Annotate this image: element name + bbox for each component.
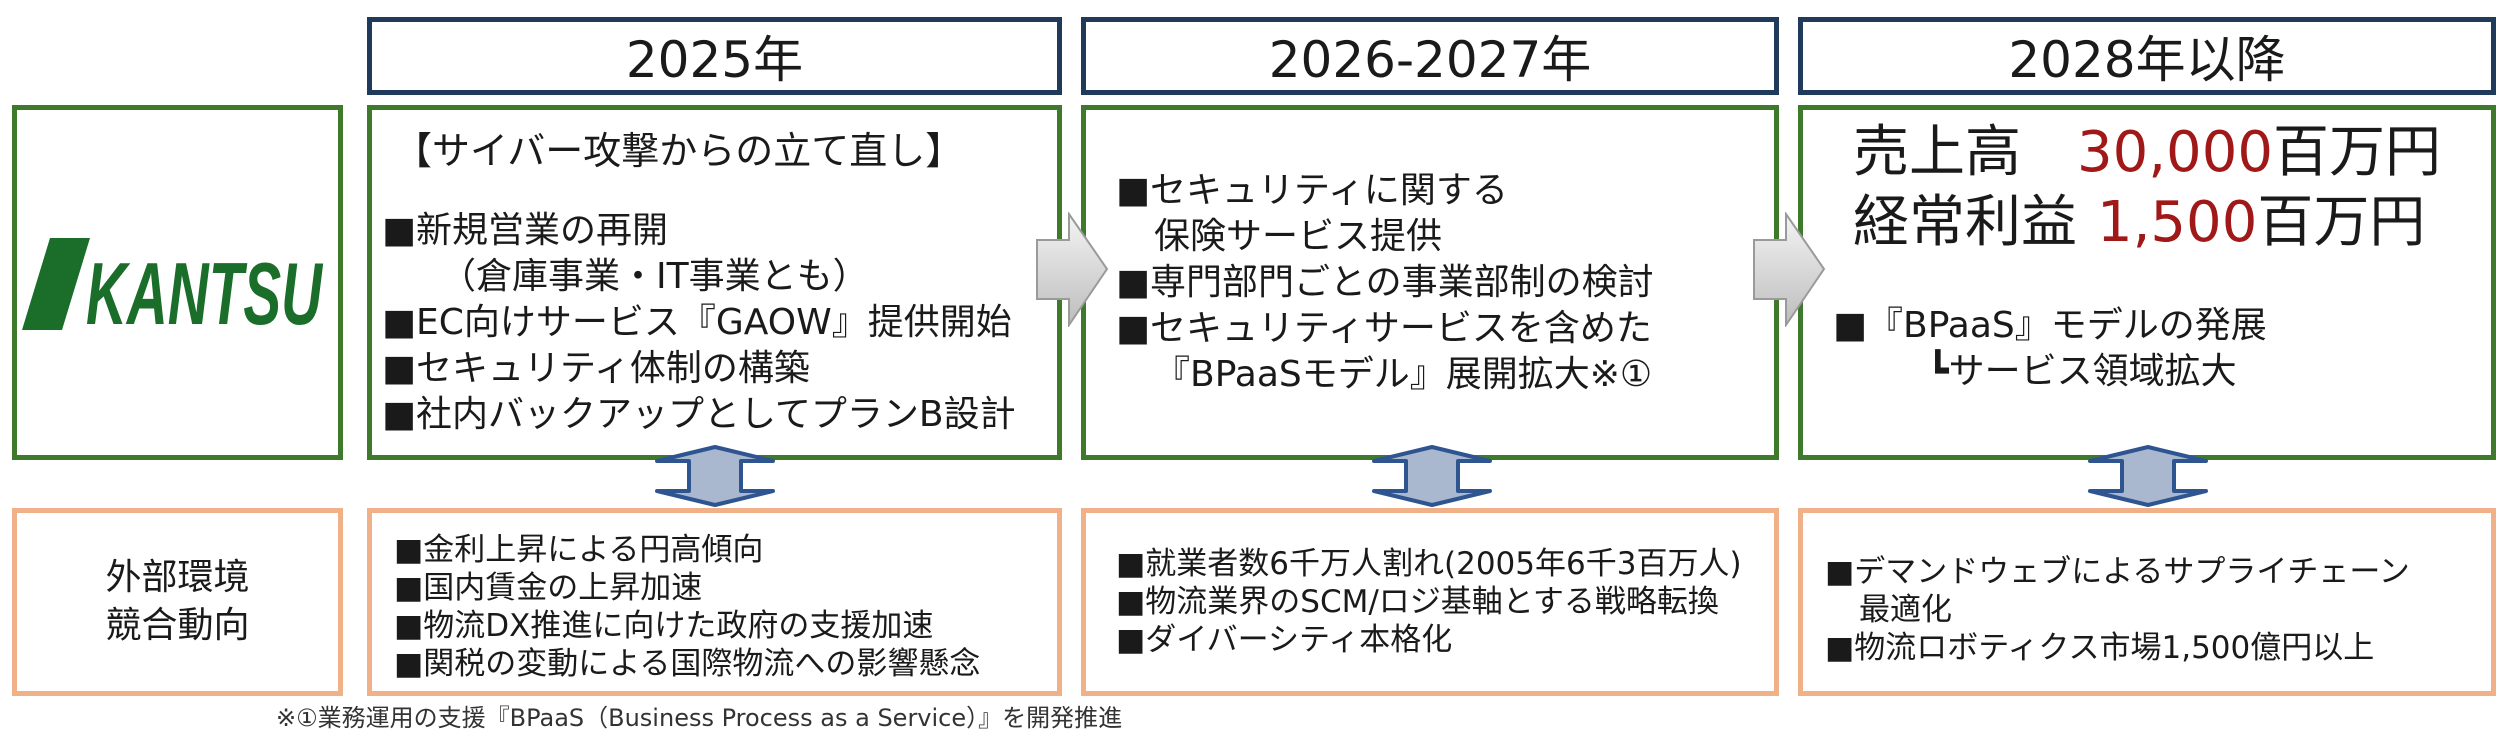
year-header-2028: 2028年以降 <box>1798 17 2496 95</box>
plan-2026-item: ■セキュリティサービスを含めた <box>1116 308 1652 349</box>
env-box-2025: ■金利上昇による円高傾向 ■国内賃金の上昇加速 ■物流DX推進に向けた政府の支援… <box>367 508 1062 696</box>
env-2025-item: ■国内賃金の上昇加速 <box>394 570 703 606</box>
plan-2025-list: ■新規営業の再開 （倉庫事業・IT事業とも） ■EC向けサービス『GAOW』提供… <box>382 208 1016 438</box>
plan-box-2025: 【サイバー攻撃からの立て直し】 ■新規営業の再開 （倉庫事業・IT事業とも） ■… <box>367 105 1062 460</box>
kpi-sales-label: 売上高 <box>1853 120 2021 185</box>
double-arrow-2025 <box>655 445 775 507</box>
company-logo-box: KANTSU <box>12 105 343 460</box>
plan-2026-item: 『BPaaSモデル』展開拡大※① <box>1154 354 1653 395</box>
plan-2028-list: ■『BPaaS』モデルの発展 ┗サービス領域拡大 <box>1833 303 2267 395</box>
plan-2028-item: ┗サービス領域拡大 <box>1927 351 2237 392</box>
env-2026-item: ■物流業界のSCM/ロジ基軸とする戦略転換 <box>1116 584 1719 620</box>
external-environment-label-box: 外部環境 競合動向 <box>12 508 343 696</box>
double-arrow-2028 <box>2088 445 2208 507</box>
kpi-sales-value: 30,000 <box>2077 120 2273 185</box>
plan-2025-item: （倉庫事業・IT事業とも） <box>440 256 869 297</box>
plan-2025-item: ■新規営業の再開 <box>382 210 669 251</box>
year-header-2025: 2025年 <box>367 17 1062 95</box>
env-2025-item: ■関税の変動による国際物流への影響懸念 <box>394 646 981 682</box>
plan-2025-title: 【サイバー攻撃からの立て直し】 <box>394 129 964 173</box>
env-2026-item: ■就業者数6千万人割れ(2005年6千3百万人) <box>1116 546 1742 582</box>
double-arrow-2026 <box>1372 445 1492 507</box>
plan-box-2028: 売上高 30,000百万円 経常利益 1,500百万円 ■『BPaaS』モデルの発展… <box>1798 105 2496 460</box>
kpi-ordinary-profit: 経常利益 1,500百万円 <box>1853 188 2425 258</box>
plan-2025-item: ■EC向けサービス『GAOW』提供開始 <box>382 302 1012 343</box>
plan-2026-item: 保険サービス提供 <box>1154 216 1443 257</box>
plan-2025-item: ■社内バックアップとしてプランB設計 <box>382 394 1016 435</box>
plan-box-2026-2027: ■セキュリティに関する 保険サービス提供 ■専門部門ごとの事業部制の検討 ■セキ… <box>1081 105 1779 460</box>
env-box-2028: ■デマンドウェブによるサプライチェーン 最適化 ■物流ロボティクス市場1,500… <box>1798 508 2496 696</box>
year-header-2026-2027: 2026-2027年 <box>1081 17 1779 95</box>
env-label-line: 競合動向 <box>105 605 250 646</box>
kpi-sales-unit: 百万円 <box>2272 120 2441 185</box>
env-2028-item: ■物流ロボティクス市場1,500億円以上 <box>1825 630 2375 666</box>
kpi-profit-value: 1,500 <box>2097 190 2258 255</box>
env-2026-list: ■就業者数6千万人割れ(2005年6千3百万人) ■物流業界のSCM/ロジ基軸と… <box>1116 545 1742 659</box>
env-box-2026-2027: ■就業者数6千万人割れ(2005年6千3百万人) ■物流業界のSCM/ロジ基軸と… <box>1081 508 1779 696</box>
kantsu-logo: KANTSU <box>22 237 324 343</box>
kpi-sales: 売上高 30,000百万円 <box>1853 118 2441 188</box>
chevron-arrow-2 <box>1753 212 1826 327</box>
logo-wordmark: KANTSU <box>86 244 324 343</box>
env-2025-item: ■物流DX推進に向けた政府の支援加速 <box>394 608 934 644</box>
footnote: ※①業務運用の支援『BPaaS（Business Process as a Se… <box>276 704 1123 732</box>
plan-2026-item: ■専門部門ごとの事業部制の検討 <box>1116 262 1654 303</box>
env-2028-list: ■デマンドウェブによるサプライチェーン 最適化 ■物流ロボティクス市場1,500… <box>1825 553 2410 667</box>
plan-2026-list: ■セキュリティに関する 保険サービス提供 ■専門部門ごとの事業部制の検討 ■セキ… <box>1116 168 1654 398</box>
env-2025-list: ■金利上昇による円高傾向 ■国内賃金の上昇加速 ■物流DX推進に向けた政府の支援… <box>394 531 980 683</box>
plan-2025-item: ■セキュリティ体制の構築 <box>382 348 810 389</box>
env-2028-item: 最適化 <box>1859 592 1952 628</box>
logo-slash-mark <box>22 237 90 330</box>
kpi-profit-unit: 百万円 <box>2257 190 2426 255</box>
plan-2026-item: ■セキュリティに関する <box>1116 170 1508 211</box>
plan-2028-item: ■『BPaaS』モデルの発展 <box>1833 305 2267 346</box>
chevron-arrow-1 <box>1036 212 1109 327</box>
env-2025-item: ■金利上昇による円高傾向 <box>394 532 764 568</box>
kpi-profit-label: 経常利益 <box>1853 190 2077 255</box>
env-label-line: 外部環境 <box>105 557 250 598</box>
env-2026-item: ■ダイバーシティ本格化 <box>1116 622 1453 658</box>
env-2028-item: ■デマンドウェブによるサプライチェーン <box>1825 554 2410 590</box>
